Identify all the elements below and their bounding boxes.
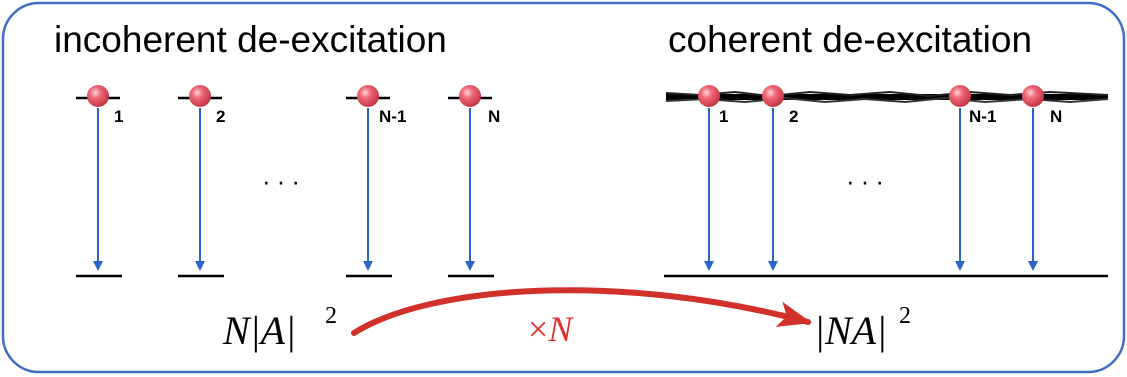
atom-ball [189, 85, 211, 107]
coherent-atom-2: 2 [762, 85, 798, 271]
atom-label: 1 [719, 107, 728, 126]
incoherent-intensity-exponent: 2 [325, 303, 337, 329]
atom-label: N-1 [379, 107, 406, 126]
coherent-atoms: 1 2 N-1 N ··· [664, 85, 1109, 278]
coherent-intensity-base: |NA| [814, 308, 887, 353]
atom-ball [357, 85, 379, 107]
incoherent-title: incoherent de-excitation [54, 19, 447, 60]
atom-label: N [1050, 107, 1062, 126]
incoherent-atoms: 1 2 N-1 N ··· [76, 85, 500, 278]
atom-label: 2 [789, 107, 798, 126]
incoherent-ellipsis: ··· [262, 166, 306, 196]
atom-ball [949, 85, 971, 107]
coherent-atom-1: 1 [698, 85, 728, 271]
atom-label: N [488, 107, 500, 126]
enhancement-factor: ×N [528, 309, 574, 349]
coherent-intensity-exponent: 2 [899, 303, 911, 329]
coherent-ellipsis: ··· [846, 166, 890, 196]
atom-ball [1022, 85, 1044, 107]
incoherent-atom-1: 1 [76, 85, 123, 278]
atom-label: 1 [114, 107, 123, 126]
incoherent-atom-n: N [448, 85, 500, 278]
incoherent-atom-2: 2 [178, 85, 225, 278]
incoherent-intensity: N|A| 2 [222, 303, 337, 353]
atom-ball [87, 85, 109, 107]
coherent-atom-n-minus-1: N-1 [949, 85, 996, 271]
atom-label: N-1 [969, 107, 996, 126]
atom-ball [698, 85, 720, 107]
enhancement-arrow [351, 287, 812, 336]
coherent-atom-n: N [1022, 85, 1062, 271]
enhancement-symbol: N [547, 309, 574, 349]
atom-label: 2 [216, 107, 225, 126]
times-symbol: × [528, 309, 548, 349]
coherent-intensity: |NA| 2 [814, 303, 911, 353]
incoherent-intensity-base: N|A| [222, 308, 296, 353]
incoherent-atom-n-minus-1: N-1 [346, 85, 406, 278]
atom-ball [762, 85, 784, 107]
coherent-title: coherent de-excitation [668, 19, 1032, 60]
atom-ball [459, 85, 481, 107]
